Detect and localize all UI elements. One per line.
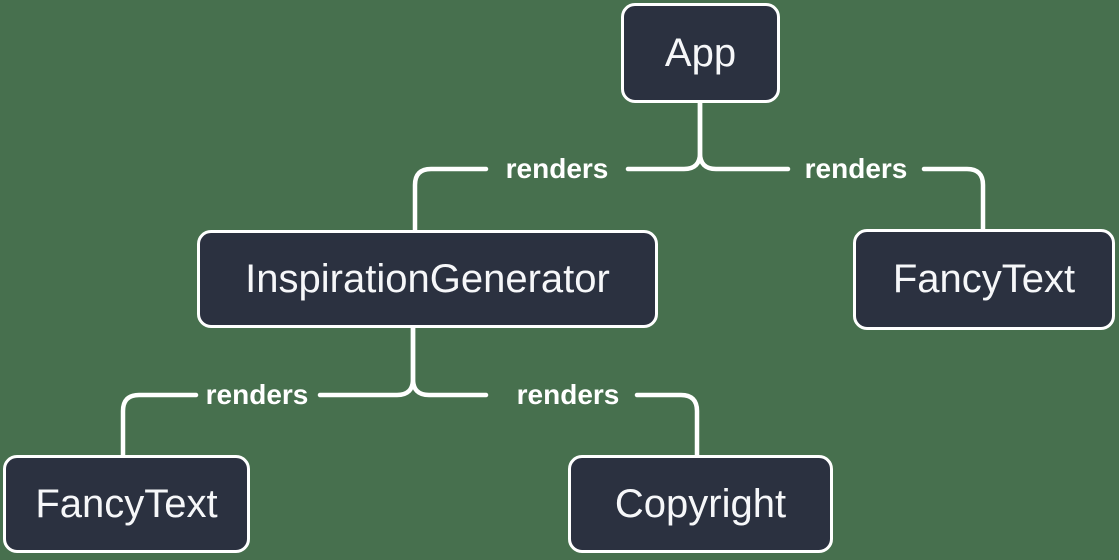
edge-app-to-fancytext-wire-left-part	[697, 100, 791, 172]
edge-label-inspirationgenerator-fancytext: renders	[205, 379, 309, 410]
edge-app-to-inspirationgenerator-wire-left-part	[412, 166, 489, 234]
edge-inspirationgenerator-to-fancytext-wire-right-part	[317, 324, 416, 398]
edge-inspirationgenerator-to-copyright-wire-left-part	[410, 324, 489, 398]
node-app: App	[621, 3, 780, 103]
node-copyright: Copyright	[568, 455, 833, 553]
edge-label-app-fancytext: renders	[804, 153, 908, 184]
edge-inspirationgenerator-to-fancytext-wire-left-part	[120, 392, 199, 459]
edge-label-inspirationgenerator-copyright: renders	[516, 379, 620, 410]
node-fancy-text-bottom-left: FancyText	[3, 455, 250, 553]
edge-inspirationgenerator-to-copyright-wire-right-part	[634, 392, 700, 459]
edge-app-to-inspirationgenerator-wire-right-part	[625, 100, 703, 172]
node-inspiration-generator: InspirationGenerator	[197, 230, 658, 328]
edge-label-app-inspirationgenerator: renders	[505, 153, 609, 184]
node-fancy-text-top-right: FancyText	[853, 229, 1115, 330]
edge-app-to-fancytext-wire-right-part	[921, 166, 986, 233]
